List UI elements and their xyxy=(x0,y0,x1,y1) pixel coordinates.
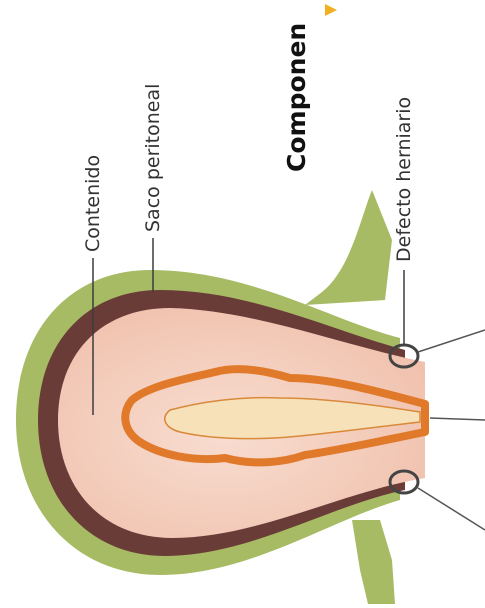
label-contenido: Contenido xyxy=(82,155,104,252)
fascia-line-mid xyxy=(430,418,485,420)
label-defecto-herniario: Defecto herniario xyxy=(393,97,415,262)
fascia-line-top xyxy=(418,330,485,352)
accent-mark xyxy=(325,4,337,16)
label-saco-peritoneal: Saco peritoneal xyxy=(142,84,164,232)
abdominal-wall-fat-lower xyxy=(352,520,395,604)
fascia-line-bottom xyxy=(418,488,485,530)
abdominal-wall-fat xyxy=(305,190,392,305)
diagram-title: Componen xyxy=(282,23,311,172)
